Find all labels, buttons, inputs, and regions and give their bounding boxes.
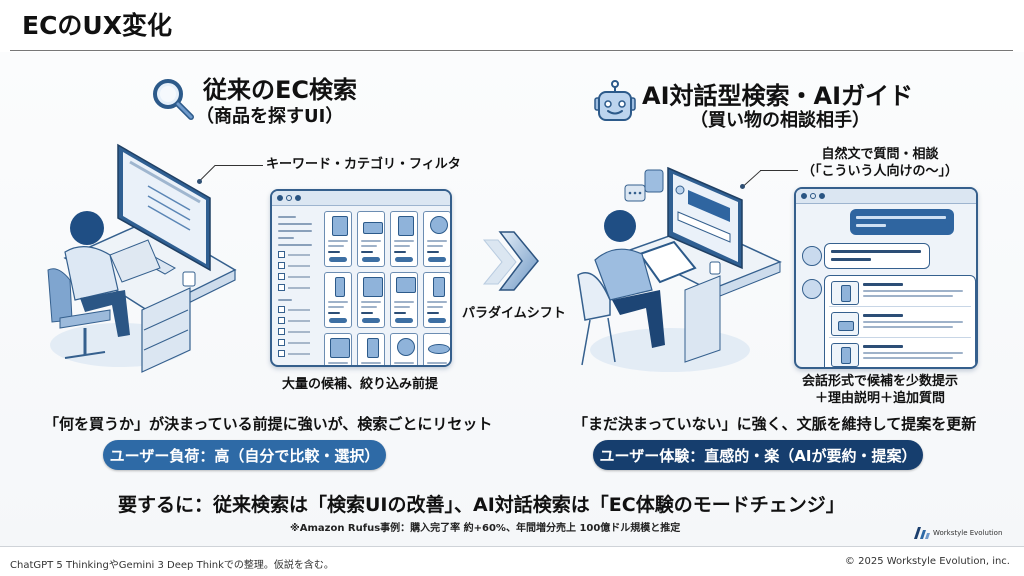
window-dot-icon [277,195,283,201]
summary-text: 要するに：従来検索は「検索UIの改善」、AI対話検索は「EC体験のモードチェンジ… [118,494,845,516]
product-card [423,272,450,328]
recommendation-item [829,278,971,307]
bot-avatar-icon [802,246,822,266]
double-chevron-right-icon [482,228,542,294]
product-search-window [270,189,452,367]
right-callout-bottom-line1: 会話形式で候補を少数提示 [801,374,958,389]
callout-line-right [760,170,798,171]
right-callout-top-line2: （「こういう人向けの〜」） [801,164,958,179]
product-card [357,333,385,365]
product-card [390,272,418,328]
footer-copyright: © 2025 Workstyle Evolution, inc. [844,556,1010,567]
ai-message-bubble [824,243,930,269]
recommendation-list [824,275,976,367]
magnifier-icon [150,76,196,122]
user-message-bubble [850,209,954,235]
left-section-subtitle: （商品を探すUI） [196,106,344,127]
bot-avatar-icon [802,279,822,299]
window-dot-icon [801,193,807,199]
filter-sidebar [278,211,318,365]
product-grid [324,211,450,365]
window-titlebar [272,191,450,206]
brand-logo-text: Workstyle Evolution [933,529,1003,537]
right-callout-bottom: 会話形式で候補を少数提示 ＋理由説明＋追加質問 [790,373,970,407]
brand-logo: Workstyle Evolution [914,527,1002,539]
left-callout-top: キーワード・カテゴリ・フィルタ [266,157,461,172]
window-titlebar [796,189,976,204]
callout-line-left [215,165,263,166]
person-at-desktop-illustration [30,140,270,380]
paradigm-shift-label: パラダイムシフト [462,306,566,321]
product-card [423,211,450,267]
right-section-title: AI対話型検索・AIガイド [642,82,914,110]
product-card [423,333,450,365]
product-card [357,272,385,328]
left-section-title: 従来のEC検索 [203,76,358,104]
product-card [357,211,385,267]
recommendation-item [829,340,971,367]
window-dot-icon [295,195,301,201]
right-callout-top-line1: 自然文で質問・相談 [821,147,939,162]
footer-divider [0,546,1024,547]
product-card [324,333,352,365]
left-lead-text: 「何を買うか」が決まっている前提に強いが、検索ごとにリセット [44,415,493,433]
window-dot-icon [286,195,292,201]
product-card [324,211,352,267]
right-section-subtitle: （買い物の相談相手） [690,110,870,131]
right-callout-bottom-line2: ＋理由説明＋追加質問 [814,391,945,406]
callout-dot-left [197,179,202,184]
footer-source-note: ChatGPT 5 ThinkingやGemini 3 Deep Thinkでの… [10,560,334,571]
recommendation-item [829,309,971,338]
window-dot-icon [819,193,825,199]
brand-logo-icon [914,527,930,539]
person-with-ai-chat-illustration [570,150,800,380]
user-experience-badge: ユーザー体験：直感的・楽（AIが要約・提案） [593,440,923,470]
left-callout-bottom: 大量の候補、絞り込み前提 [282,377,439,392]
summary-note: ※Amazon Rufus事例：購入完了率 約+60%、年間増分売上 100億ド… [290,523,681,534]
user-burden-badge: ユーザー負荷：高（自分で比較・選択） [103,440,386,470]
right-callout-top: 自然文で質問・相談 （「こういう人向けの〜」） [790,146,970,180]
right-lead-text: 「まだ決まっていない」に強く、文脈を維持して提案を更新 [573,415,977,433]
page-title: ECのUX変化 [22,11,173,40]
product-card [390,333,418,365]
callout-dot-right [740,184,745,189]
product-card [390,211,418,267]
title-divider [10,50,1013,51]
robot-icon [592,80,638,126]
ai-chat-window [794,187,978,369]
window-dot-icon [810,193,816,199]
product-card [324,272,352,328]
